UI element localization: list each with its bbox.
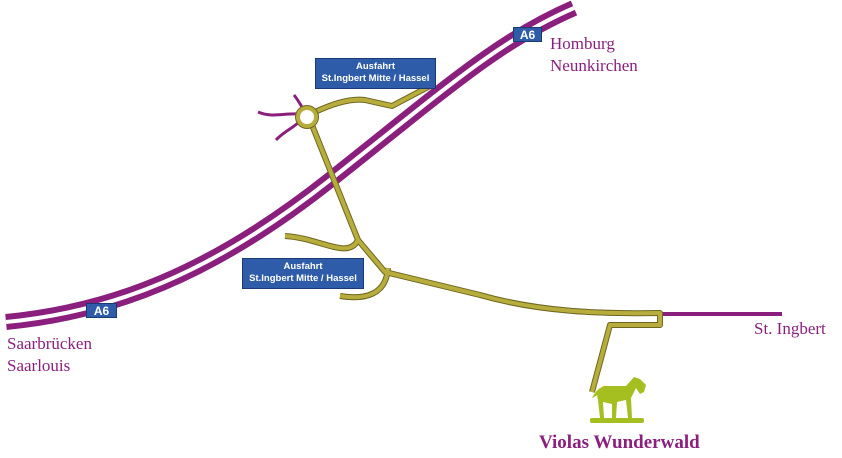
local-roads [284,83,663,393]
exit-sign-south-line1: Ausfahrt [283,261,323,272]
horse-icon [590,377,646,423]
exit-sign-south-line2: St.Ingbert Mitte / Hassel [249,273,357,284]
city-saarbruecken: Saarbrücken [7,334,92,353]
city-saarlouis: Saarlouis [7,356,71,375]
exit-sign-north: Ausfahrt St.Ingbert Mitte / Hassel [315,58,436,89]
roundabout [295,105,319,129]
city-neunkirchen: Neunkirchen [550,56,638,75]
city-homburg: Homburg [550,34,615,53]
destination-title: Violas Wunderwald [539,432,700,453]
exit-sign-north-line2: St.Ingbert Mitte / Hassel [321,73,430,84]
exit-sign-north-line1: Ausfahrt [355,61,396,72]
a6-badge-southwest: A6 [86,303,117,318]
city-st-ingbert: St. Ingbert [754,319,826,338]
exit-sign-south: Ausfahrt St.Ingbert Mitte / Hassel [242,258,364,289]
a6-badge-northeast: A6 [513,27,542,42]
